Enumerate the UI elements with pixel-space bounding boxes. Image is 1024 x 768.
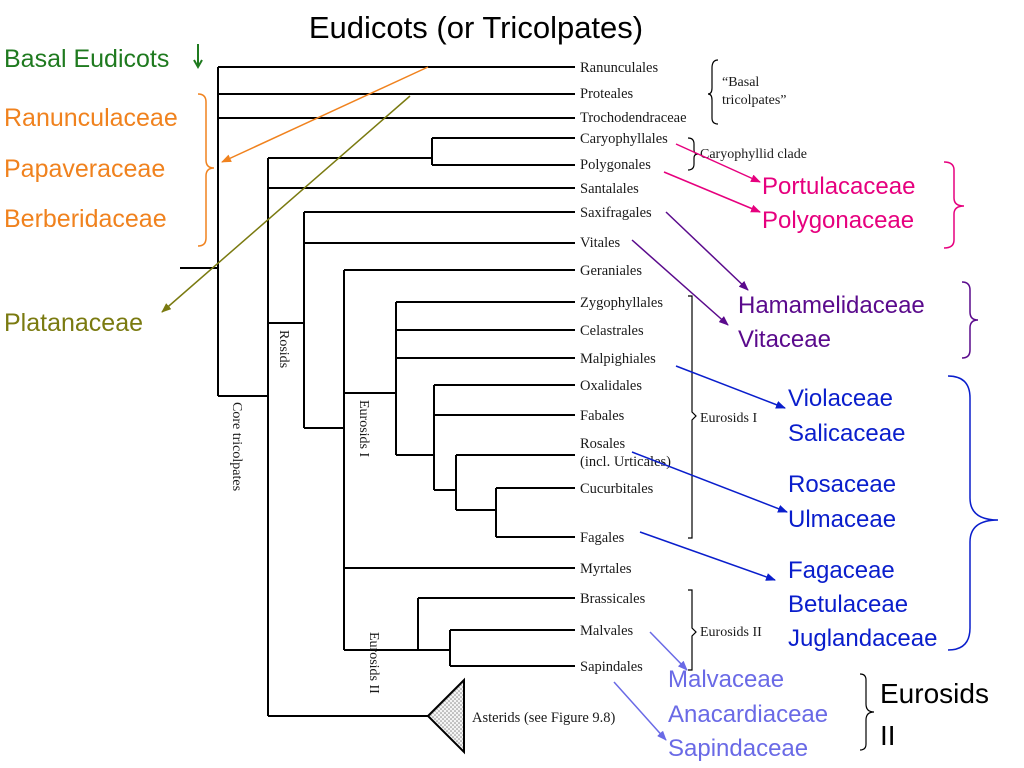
eurosids-i-bracket — [688, 295, 697, 539]
fagaceae-label: Fagaceae — [788, 557, 895, 584]
malvaceae-label: Malvaceae — [668, 666, 784, 693]
anacardiaceae-label: Anacardiaceae — [668, 701, 828, 728]
proteales-arrow — [161, 95, 411, 313]
caryophyllid-clade-label: Caryophyllid clade — [700, 147, 807, 162]
order-vitales: Vitales — [580, 235, 621, 251]
order-santalales: Santalales — [580, 181, 639, 197]
order-caryophyllales: Caryophyllales — [580, 131, 668, 147]
eurosids-ii-bracket — [688, 589, 697, 671]
group-labels: “Basal tricolpates” Caryophyllid clade E… — [700, 75, 807, 640]
polygonaceae-label: Polygonaceae — [762, 207, 914, 234]
vertical-clade-labels: Rosids Core tricolpates Eurosids I Euros… — [229, 330, 381, 694]
order-proteales: Proteales — [580, 86, 634, 102]
right-annotations: Portulacaceae Polygonaceae Hamamelidacea… — [668, 161, 999, 762]
eurosids-ii-label: Eurosids II — [700, 625, 762, 640]
eurosids-i-label: Eurosids I — [700, 411, 758, 426]
order-fabales: Fabales — [580, 408, 625, 424]
rosaceae-label: Rosaceae — [788, 471, 896, 498]
sapindales-arrow — [613, 681, 667, 741]
basal-tricolpates-bracket — [707, 59, 719, 125]
eurosids-ii-families-brace — [859, 673, 875, 751]
berberidaceae-label: Berberidaceae — [4, 205, 167, 233]
order-zygophyllales: Zygophyllales — [580, 295, 663, 311]
order-ranunculales: Ranunculales — [580, 60, 658, 76]
order-asterids: Asterids (see Figure 9.8) — [472, 710, 616, 726]
rosales-arrow — [631, 451, 788, 513]
polygonales-arrow — [663, 171, 761, 213]
sapindaceae-label: Sapindaceae — [668, 735, 808, 762]
phylogenetic-tree — [180, 66, 575, 717]
asterids-triangle — [426, 677, 465, 755]
ranunculaceae-label: Ranunculaceae — [4, 104, 178, 132]
vitales-arrow — [631, 239, 729, 326]
papaveraceae-label: Papaveraceae — [4, 155, 165, 183]
purple-families-brace — [961, 281, 979, 359]
basal-eudicots-label: Basal Eudicots — [4, 45, 169, 73]
order-celastrales: Celastrales — [580, 323, 644, 339]
order-polygonales: Polygonales — [580, 157, 651, 173]
basal-tricolpates-label-line2: tricolpates” — [722, 93, 787, 108]
basal-tricolpates-label-line1: “Basal — [722, 75, 759, 90]
order-brassicales: Brassicales — [580, 591, 646, 607]
rosids-vertical-label: Rosids — [276, 330, 291, 368]
caryophyllales-arrow — [675, 143, 761, 183]
eurosids-i-families-brace — [947, 375, 999, 651]
vitaceae-label: Vitaceae — [738, 326, 831, 353]
eurosids-i-vertical-label: Eurosids I — [356, 400, 371, 458]
order-sapindales: Sapindales — [580, 659, 643, 675]
caryophyllid-families-brace — [943, 161, 965, 249]
eurosids-ii-big-label-line1: Eurosids — [880, 678, 989, 709]
order-malvales: Malvales — [580, 623, 634, 639]
core-tricolpates-vertical-label: Core tricolpates — [229, 402, 244, 491]
order-oxalidales: Oxalidales — [580, 378, 642, 394]
ranunculales-arrow — [221, 66, 429, 163]
order-rosales: Rosales — [580, 436, 625, 452]
malvales-arrow — [649, 631, 688, 671]
saxifragales-arrow — [665, 211, 749, 291]
order-fagales: Fagales — [580, 530, 625, 546]
betulaceae-label: Betulaceae — [788, 591, 908, 618]
malpighiales-arrow — [675, 365, 786, 409]
group-brackets — [687, 59, 719, 671]
order-trochodendraceae: Trochodendraceae — [580, 110, 687, 126]
portulacaceae-label: Portulacaceae — [762, 173, 915, 200]
order-labels: Ranunculales Proteales Trochodendraceae … — [472, 60, 687, 726]
eurosids-ii-vertical-label: Eurosids II — [366, 632, 381, 694]
juglandaceae-label: Juglandaceae — [788, 625, 937, 652]
ulmaceae-label: Ulmaceae — [788, 506, 896, 533]
order-geraniales: Geraniales — [580, 263, 642, 279]
salicaceae-label: Salicaceae — [788, 420, 905, 447]
fagales-arrow — [639, 531, 776, 581]
ranunculales-families-brace — [197, 93, 215, 247]
order-myrtales: Myrtales — [580, 561, 632, 577]
violaceae-label: Violaceae — [788, 385, 893, 412]
family-arrows — [161, 66, 788, 741]
order-malpighiales: Malpighiales — [580, 351, 656, 367]
left-annotations: Basal Eudicots Ranunculaceae Papaveracea… — [4, 44, 215, 337]
order-saxifragales: Saxifragales — [580, 205, 652, 221]
platanaceae-label: Platanaceae — [4, 309, 143, 337]
diagram-title: Eudicots (or Tricolpates) — [309, 10, 643, 45]
hamamelidaceae-label: Hamamelidaceae — [738, 292, 925, 319]
eurosids-ii-big-label-line2: II — [880, 720, 896, 751]
order-cucurbitales: Cucurbitales — [580, 481, 654, 497]
